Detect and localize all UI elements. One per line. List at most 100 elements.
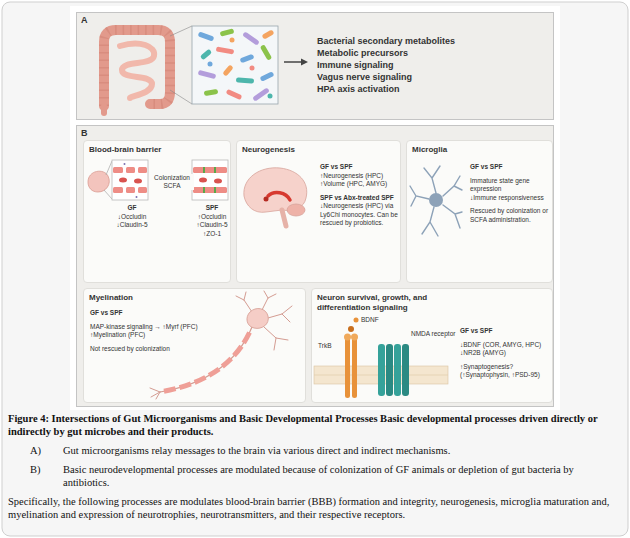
finding-text: ↑Claudin-5 — [192, 221, 232, 230]
vessel-zoom — [192, 160, 228, 200]
finding-text: ↓Occludin — [112, 213, 152, 222]
heading-area: B — [81, 128, 88, 139]
heading-area: Myelination — [89, 293, 133, 303]
molecule-label: BDNF — [361, 316, 379, 324]
caption-row: Specifically, the following processes ar… — [8, 495, 622, 521]
bacterium — [198, 70, 217, 79]
endothelial-cell — [126, 187, 135, 193]
finding-text: ↓NR2B (AMYG) — [460, 349, 550, 358]
endothelial-layer — [193, 167, 227, 173]
comparison-heading: GF vs SPF — [90, 309, 215, 318]
tight-junction — [203, 187, 205, 193]
caption-text: Gut microorganisms relay messages to the… — [63, 444, 622, 457]
finding-text: ↑ZO-1 — [192, 230, 232, 239]
sub-panel: NeurogenesisGF vs SPF↑Neurogenesis (HPC)… — [236, 140, 401, 283]
mechanism-item: HPA axis activation — [317, 83, 542, 95]
mechanism-item: Vagus nerve signaling — [317, 71, 542, 83]
sub-panel: GF↓Occludin↓Claudin-5 SPF↑Occludin↑Claudi… — [83, 140, 231, 283]
nmda-subunit — [386, 344, 393, 396]
cerebellum — [287, 204, 305, 216]
comparison-heading: GF — [112, 204, 152, 213]
tight-junction — [203, 167, 205, 173]
zoom-line — [170, 90, 192, 104]
microglia-processes — [410, 166, 462, 236]
red-blood-cell — [199, 178, 207, 183]
comparison-heading: SPF vs Abx-treated SPF — [320, 194, 398, 203]
finding-text: Immature state gene expression — [470, 177, 550, 194]
zoom-line — [106, 161, 112, 175]
neuron-soma — [247, 309, 268, 329]
dendrite — [264, 327, 288, 350]
coccus — [230, 38, 235, 43]
receptor-domain — [344, 334, 351, 341]
bdnf-molecule — [354, 318, 359, 323]
microglia-process — [443, 176, 462, 196]
caption-row: B)Basic neurodevelopmental processes are… — [8, 463, 622, 489]
bacterium — [226, 89, 243, 100]
hippocampus — [268, 193, 290, 200]
heading-area: Neuron survival, growth, and differentia… — [317, 293, 457, 312]
mechanism-item: Bacterial secondary metabolites — [317, 35, 542, 47]
heading-area: Microglia — [412, 145, 447, 155]
tight-junction — [214, 167, 216, 173]
nmda-subunit — [378, 344, 385, 396]
endothelial-layer — [193, 187, 227, 193]
panel-title: Neurogenesis — [242, 145, 295, 155]
bacterium — [200, 49, 212, 61]
caption-text: Basic neurodevelopmental processes are m… — [63, 463, 622, 489]
microbiota-zoom — [192, 26, 278, 104]
dendrites — [236, 291, 292, 350]
bacterium — [222, 64, 234, 76]
text-column: GF vs SPFImmature state gene expression↓… — [470, 163, 550, 224]
heading-area: Blood-brain barrier — [89, 145, 161, 155]
small-intestine — [120, 44, 154, 98]
text-column: SPF↑Occludin↑Claudin-5↑ZO-1 — [192, 204, 232, 238]
mechanism-item: Immune signaling — [317, 59, 542, 71]
endothelial-cell — [138, 187, 147, 193]
microglia-process — [410, 186, 429, 206]
vessel-node: SPF↑Occludin↑Claudin-5↑ZO-1 — [192, 160, 232, 244]
trkb-receptor — [352, 336, 357, 398]
finding-text: Rescued by colonization or SCFA administ… — [470, 207, 550, 224]
text-column: Bacterial secondary metabolitesMetabolic… — [317, 35, 542, 95]
dendrite — [262, 291, 276, 310]
label-holder: NMDA receptor — [411, 330, 455, 338]
bacterium — [216, 46, 235, 54]
vessel-node: GF↓Occludin↓Claudin-5 — [112, 160, 152, 244]
bacterium — [242, 31, 260, 45]
text-column: GF vs SPFMAP-kinase signaling → ↑Myrf (P… — [90, 309, 215, 353]
caption-row: A)Gut microorganisms relay messages to t… — [8, 444, 622, 457]
leak-molecule — [136, 196, 138, 198]
receptor-label: NMDA receptor — [411, 330, 455, 338]
zoom-line — [104, 190, 112, 199]
endothelial-cell — [126, 167, 135, 173]
panel-title: Blood-brain barrier — [89, 145, 161, 155]
heading-area: Neurogenesis — [242, 145, 295, 155]
heading-area: A — [81, 15, 88, 26]
leak-molecule — [124, 163, 126, 165]
bilayer-midline — [314, 375, 448, 376]
signal-arrow — [284, 61, 302, 63]
microglia-process — [424, 166, 440, 193]
bacterium — [220, 28, 235, 36]
axon-terminal — [150, 388, 160, 399]
bacterium — [204, 89, 219, 96]
finding-text: Not rescued by colonization — [90, 345, 215, 354]
vessel-zoom — [112, 160, 148, 200]
text-column: GF↓Occludin↓Claudin-5 — [112, 204, 152, 230]
panel-title: Myelination — [89, 293, 133, 303]
comparison-heading: GF vs SPF — [320, 163, 398, 172]
figure-caption: Figure 4: Intersections of Gut Microorga… — [8, 412, 622, 438]
caption-text: Specifically, the following processes ar… — [8, 495, 622, 521]
nmda-subunit — [394, 344, 401, 396]
sub-panel: Microglia GF vs SPFImmature state gene ex… — [406, 140, 553, 283]
comparison-heading: GF vs SPF — [460, 327, 550, 336]
panel-title: Microglia — [412, 145, 447, 155]
finding-text: (↑Synaptophysin, ↑PSD-95) — [460, 371, 550, 380]
edge-label-holder: Colonization SCFA — [150, 174, 194, 190]
nmda-subunit — [402, 344, 409, 396]
